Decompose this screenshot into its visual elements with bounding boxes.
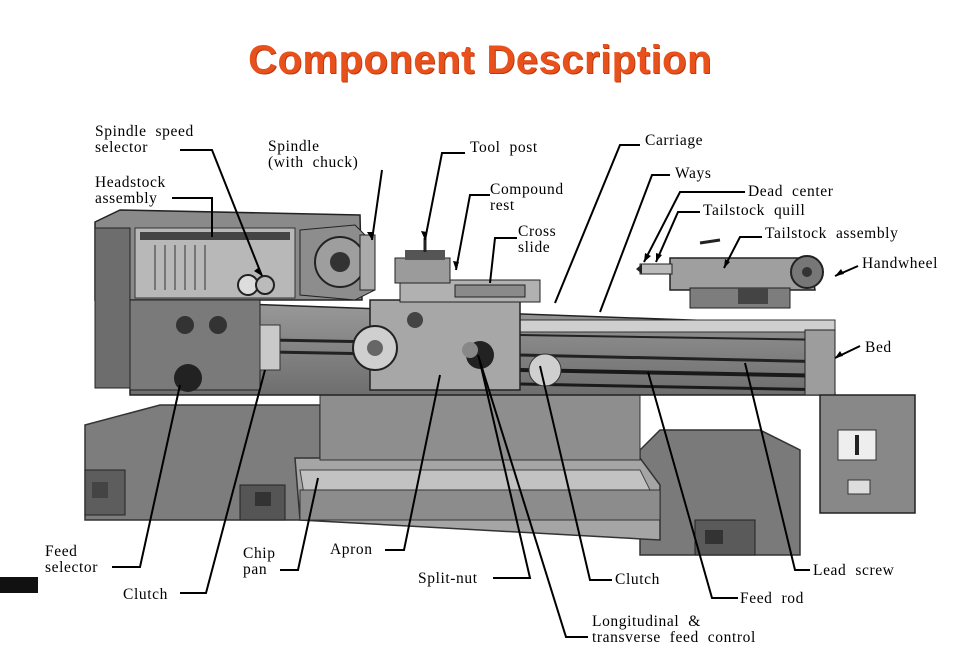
label-cross-slide: Cross slide (518, 223, 557, 256)
label-split-nut: Split-nut (418, 570, 478, 587)
label-compound-rest: Compound rest (490, 181, 564, 214)
label-tailstock-assembly: Tailstock assembly (765, 225, 899, 242)
label-feed-rod: Feed rod (740, 590, 804, 607)
label-ways: Ways (675, 165, 712, 182)
edge-bar (0, 577, 38, 593)
lathe-base (84, 389, 801, 556)
label-spindle-speed-selector: Spindle speed selector (95, 123, 194, 156)
label-carriage: Carriage (645, 132, 704, 149)
leader-arrowheads (254, 231, 844, 358)
label-dead-center: Dead center (748, 183, 834, 200)
headstock (94, 209, 376, 392)
label-spindle-with-chuck: Spindle (with chuck) (268, 138, 359, 171)
label-bed: Bed (865, 339, 892, 356)
carriage (352, 238, 562, 391)
label-feed-selector: Feed selector (45, 543, 98, 576)
tailstock (636, 238, 824, 309)
label-clutch-left: Clutch (123, 586, 168, 603)
label-lead-screw: Lead screw (813, 562, 895, 579)
page-title: Component Description (248, 38, 712, 82)
label-handwheel: Handwheel (862, 255, 938, 272)
label-longitudinal-transverse-feed-control: Longitudinal & transverse feed control (592, 613, 756, 646)
label-headstock-assembly: Headstock assembly (95, 174, 166, 207)
label-tool-post: Tool post (470, 139, 538, 156)
label-chip-pan: Chip pan (243, 545, 276, 578)
label-clutch-right: Clutch (615, 571, 660, 588)
control-box (819, 394, 916, 514)
label-apron: Apron (330, 541, 373, 558)
leader-lines (112, 144, 861, 638)
label-tailstock-quill: Tailstock quill (703, 202, 806, 219)
